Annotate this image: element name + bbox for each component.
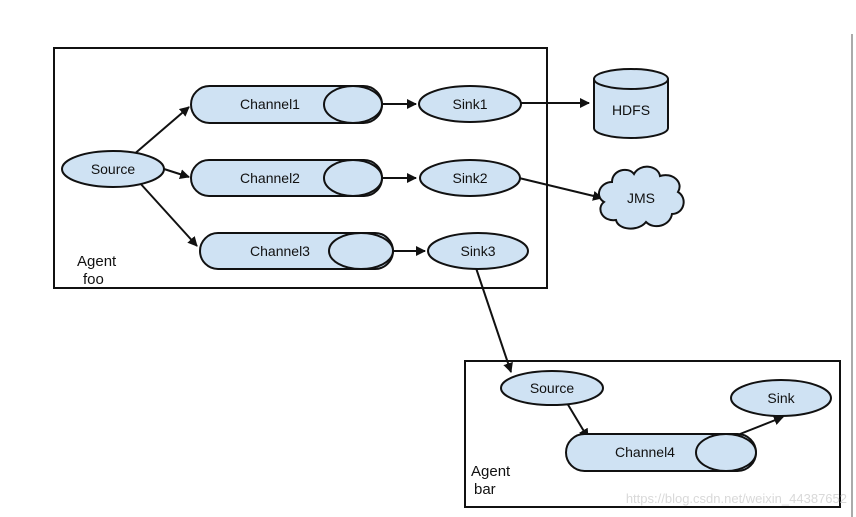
source-foo-shape: [61, 150, 165, 188]
agent-bar-frame: [464, 360, 841, 508]
channel1-label: Channel1: [240, 96, 300, 112]
channel3-node: Channel3: [199, 232, 394, 270]
channel1-end-cap: [323, 85, 383, 124]
source-foo-node: Source: [61, 150, 165, 188]
edge-sink2-to-jms: [518, 177, 603, 201]
sink-bar-shape: [730, 379, 832, 417]
agent-foo-frame: [53, 47, 548, 289]
hdfs-label: HDFS: [612, 102, 650, 118]
sink1-label: Sink1: [452, 96, 487, 112]
sink1-shape: [418, 85, 522, 123]
sink-bar-label: Sink: [767, 390, 795, 406]
channel3-end-cap: [328, 232, 394, 270]
sink3-shape: [427, 232, 529, 270]
edge-bar-source-to-channel4: [566, 402, 589, 439]
agent-foo-label-line1: Agent: [77, 253, 117, 270]
jms-cloud-shape: [597, 165, 685, 230]
agent-bar-box: Agent bar: [464, 360, 841, 508]
sink2-node: Sink2: [419, 159, 521, 197]
channel2-node: Channel2: [190, 159, 383, 197]
jms-cloud-icon: JMS: [597, 165, 685, 230]
channel4-end-cap: [695, 433, 757, 472]
sink1-node: Sink1: [418, 85, 522, 123]
source-foo-label: Source: [91, 161, 136, 177]
source-bar-shape: [500, 370, 604, 406]
edge-source-to-channel2: [163, 168, 190, 180]
source-bar-node: Source: [500, 370, 604, 406]
sink2-shape: [419, 159, 521, 197]
sink3-node: Sink3: [427, 232, 529, 270]
channel2-label: Channel2: [240, 170, 300, 186]
agent-bar-label-line2: bar: [474, 481, 496, 498]
channel4-label: Channel4: [615, 444, 675, 460]
channel1-node: Channel1: [190, 85, 383, 124]
channel2-end-cap: [323, 159, 383, 197]
edge-channel4-to-sink: [739, 415, 784, 435]
channel3-label: Channel3: [250, 243, 310, 259]
sink-bar-node: Sink: [730, 379, 832, 417]
watermark-text: https://blog.csdn.net/weixin_44387652: [626, 491, 847, 506]
source-bar-label: Source: [530, 380, 575, 396]
edge-sink3-to-bar-source: [475, 267, 513, 373]
agent-foo-box: Agent foo: [53, 47, 548, 289]
edges: [131, 98, 784, 439]
agent-bar-label-line1: Agent: [471, 463, 511, 480]
sink2-label: Sink2: [452, 170, 487, 186]
channel4-node: Channel4: [565, 433, 757, 472]
jms-label: JMS: [627, 190, 655, 206]
hdfs-cylinder-top: [593, 68, 669, 90]
agent-foo-label-line2: foo: [83, 271, 104, 288]
edge-source-to-channel3: [138, 181, 198, 247]
hdfs-database-icon: HDFS: [593, 68, 669, 139]
sink3-label: Sink3: [460, 243, 495, 259]
edge-source-to-channel1: [131, 106, 190, 157]
hdfs-cylinder-body: [593, 79, 669, 139]
